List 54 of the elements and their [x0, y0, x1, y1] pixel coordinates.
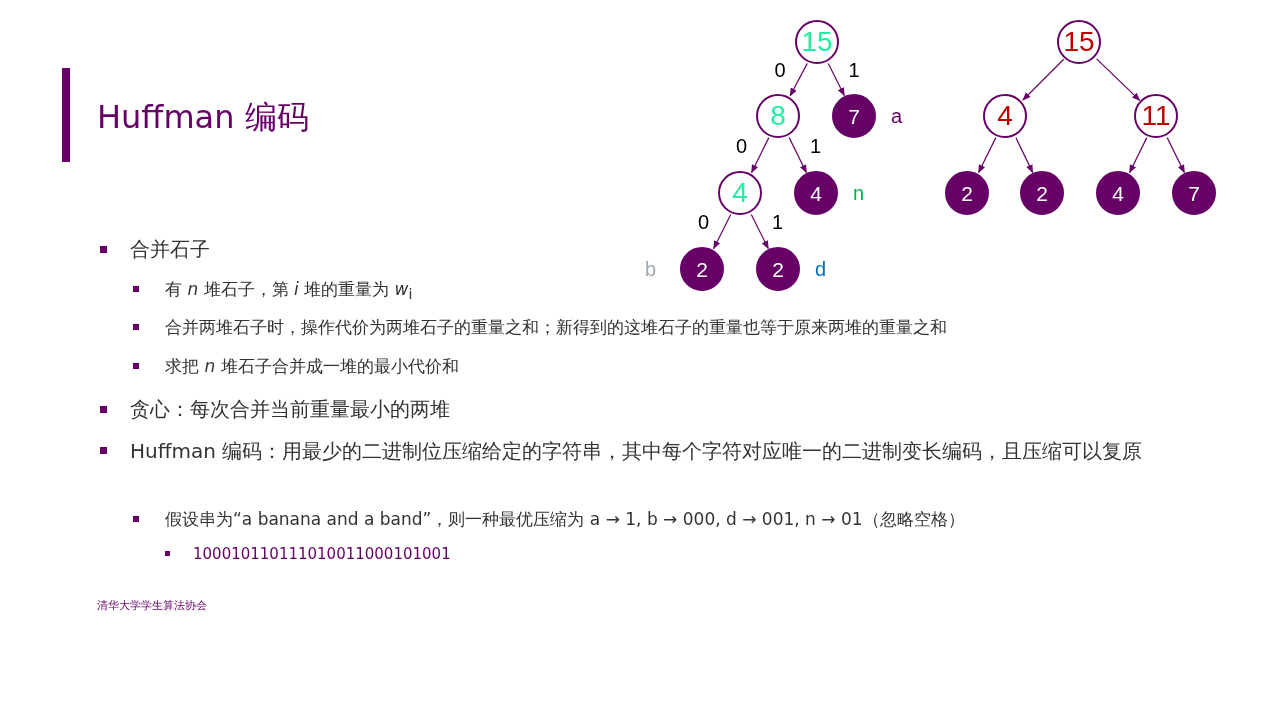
node-value: 8 — [770, 102, 786, 130]
filled-tree-node — [1096, 171, 1140, 215]
arrow — [1096, 58, 1141, 101]
bullet-text: 有 n 堆石子，第 i 堆的重量为 w$_{i}$ — [165, 278, 413, 303]
arrow — [1166, 137, 1185, 174]
bullet-text: 贪心：每次合并当前重量最小的两堆 — [130, 396, 450, 423]
filled-tree-node — [794, 171, 838, 215]
arrow — [1015, 137, 1034, 174]
slide-title: Huffman 编码 — [97, 97, 309, 138]
footer-text: 清华大学学生算法协会 — [97, 598, 207, 614]
node-value: 11 — [1141, 102, 1171, 130]
filled-tree-node — [945, 171, 989, 215]
node-value: 15 — [801, 28, 833, 56]
arrow — [788, 137, 807, 174]
symbol-label: d — [815, 258, 827, 281]
bullet-text: 合并两堆石子时，操作代价为两堆石子的重量之和；新得到的这堆石子的重量也等于原来两堆的重量之和 — [165, 316, 947, 340]
bullet-text: 假设串为“a banana and a band”，则一种最优压缩为 a → 1, b → 000, d → 001, n → 01（忽略空格） — [165, 508, 965, 532]
filled-tree-node — [1020, 171, 1064, 215]
node-value: 2 — [1036, 182, 1048, 204]
node-value: 7 — [848, 105, 860, 127]
arrow — [1022, 58, 1065, 101]
node-value: 4 — [1112, 182, 1124, 204]
bullet-text: 求把 n 堆石子合并成一堆的最小代价和 — [165, 355, 459, 379]
filled-tree-node — [832, 94, 876, 138]
arrow — [713, 213, 732, 250]
arrow — [827, 62, 845, 97]
tree-node — [983, 94, 1027, 138]
node-value: 2 — [772, 258, 784, 280]
tree-node — [756, 94, 800, 138]
node-value: 2 — [961, 182, 973, 204]
filled-tree-node — [680, 247, 724, 291]
arrow — [789, 62, 808, 97]
arrow — [750, 213, 769, 250]
tree-node — [795, 20, 839, 64]
arrow — [978, 137, 997, 174]
bullet-text: 合并石子 — [130, 236, 210, 263]
symbol-label: a — [891, 105, 903, 128]
node-value: 15 — [1063, 28, 1095, 56]
node-value: 4 — [997, 102, 1013, 130]
node-value: 4 — [732, 179, 748, 207]
symbol-label: n — [853, 182, 865, 205]
filled-tree-node — [1172, 171, 1216, 215]
bullet-text: 100010110111010011000101001 — [193, 544, 451, 563]
node-value: 4 — [810, 182, 822, 204]
symbol-label: b — [645, 258, 657, 281]
node-value: 2 — [696, 258, 708, 280]
arrow — [751, 137, 770, 174]
bullet-text: Huffman 编码：用最少的二进制位压缩给定的字符串，其中每个字符对应唯一的二进制变长编码，且压缩可以复原 — [130, 438, 1144, 465]
tree-node — [718, 171, 762, 215]
filled-tree-node — [756, 247, 800, 291]
tree-node — [1134, 94, 1178, 138]
arrow — [1129, 137, 1148, 174]
node-value: 7 — [1188, 182, 1200, 204]
tree-node — [1057, 20, 1101, 64]
